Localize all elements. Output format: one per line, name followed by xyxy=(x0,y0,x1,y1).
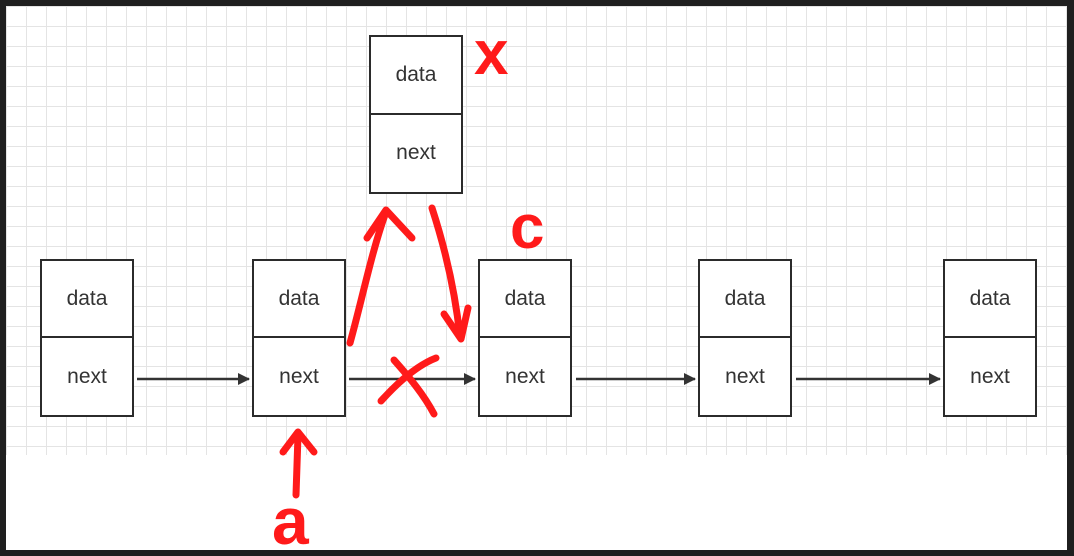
list-node-5: data next xyxy=(943,259,1037,417)
node-data-field: data xyxy=(480,261,570,338)
node-data-field: data xyxy=(700,261,790,338)
red-arrow-a-to-x xyxy=(346,208,390,347)
red-arrow-x-to-c xyxy=(428,204,464,341)
node-data-field: data xyxy=(371,37,461,115)
node-next-field: next xyxy=(505,364,545,388)
node-next-field: next xyxy=(396,141,436,165)
canvas-bottom-area xyxy=(6,455,1067,550)
list-node-c: data next xyxy=(478,259,572,417)
red-arrow-to-a xyxy=(292,431,302,499)
node-data-field: data xyxy=(254,261,344,338)
list-node-4: data next xyxy=(698,259,792,417)
node-next-field: next xyxy=(725,364,765,388)
node-data-field: data xyxy=(945,261,1035,338)
red-arrowhead-a-to-x xyxy=(363,206,416,242)
red-cross-stroke-2 xyxy=(390,356,438,418)
annotation-a-label: a xyxy=(272,484,310,556)
node-data-field: data xyxy=(42,261,132,338)
list-node-a: data next xyxy=(252,259,346,417)
list-node-1: data next xyxy=(40,259,134,417)
list-node-x: data next xyxy=(369,35,463,194)
red-arrowhead-to-a xyxy=(279,428,318,456)
node-next-field: next xyxy=(279,364,319,388)
annotation-x-label: x xyxy=(474,19,509,88)
red-arrowhead-x-to-c xyxy=(440,304,472,343)
node-next-field: next xyxy=(970,364,1010,388)
annotation-c-label: c xyxy=(510,193,544,262)
node-next-field: next xyxy=(67,364,107,388)
